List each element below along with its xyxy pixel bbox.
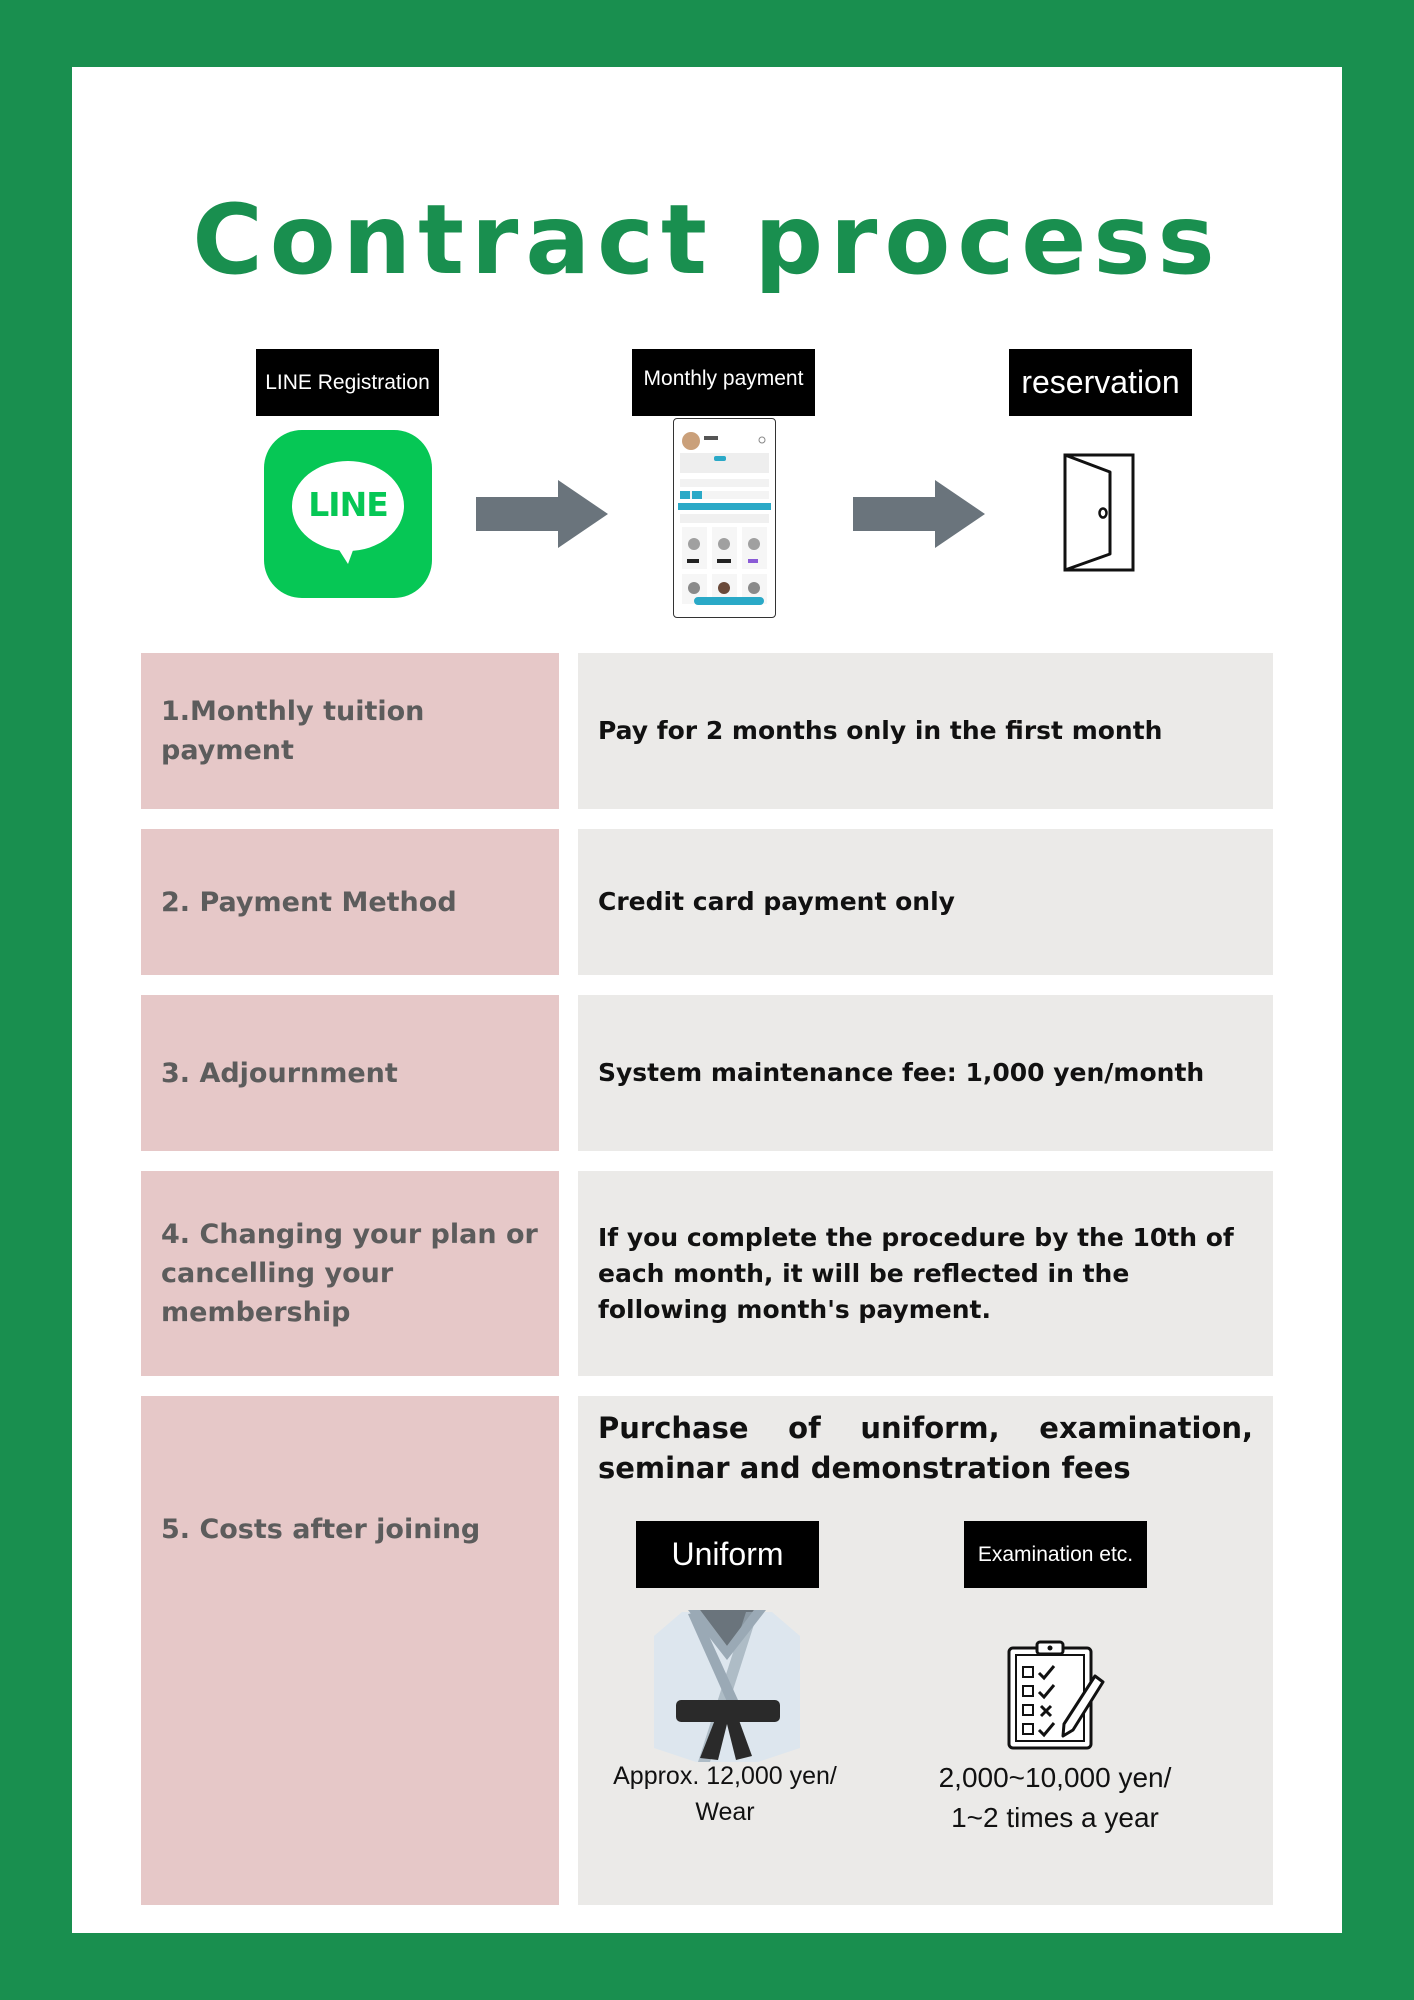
arrow-right-icon <box>853 480 985 548</box>
phone-screenshot-icon <box>673 418 776 618</box>
app-screen-mockup <box>678 432 771 605</box>
uniform-price-line1: Approx. 12,000 yen/ <box>613 1762 837 1790</box>
arrow-right-icon <box>476 480 608 548</box>
exam-price-line1: 2,000~10,000 yen/ <box>938 1762 1172 1793</box>
costs-heading: Purchase of uniform, examination, semina… <box>598 1411 1253 1485</box>
clipboard-checklist-icon <box>1007 1640 1105 1750</box>
exam-price: 2,000~10,000 yen/ 1~2 times a year <box>905 1758 1205 1838</box>
row-label-monthly-tuition: 1.Monthly tuition payment <box>141 653 559 809</box>
row-label-payment-method: 2. Payment Method <box>141 829 559 975</box>
line-speech-bubble-icon <box>292 461 404 564</box>
cost-tag-examination: Examination etc. <box>964 1521 1147 1588</box>
exam-price-line2: 1~2 times a year <box>951 1802 1159 1833</box>
row-value-adjournment: System maintenance fee: 1,000 yen/month <box>578 995 1273 1151</box>
row-label-adjournment: 3. Adjournment <box>141 995 559 1151</box>
line-logo-text: LINE <box>308 485 388 524</box>
row-value-payment-method: Credit card payment only <box>578 829 1273 975</box>
row-value-changing-plan: If you complete the procedure by the 10t… <box>578 1171 1273 1376</box>
step-tag-monthly-payment: Monthly payment <box>632 349 815 416</box>
row-label-costs-after-joining: 5. Costs after joining <box>141 1396 559 1905</box>
uniform-price-line2: Wear <box>695 1798 755 1826</box>
uniform-icon <box>654 1610 800 1762</box>
row-value-monthly-tuition: Pay for 2 months only in the first month <box>578 653 1273 809</box>
row-label-changing-plan: 4. Changing your plan or cancelling your… <box>141 1171 559 1376</box>
uniform-price: Approx. 12,000 yen/ Wear <box>590 1758 860 1830</box>
step-tag-reservation: reservation <box>1009 349 1192 416</box>
door-icon <box>1063 453 1135 572</box>
step-tag-line-registration: LINE Registration <box>256 349 439 416</box>
page-title: Contract process <box>192 184 1222 296</box>
line-app-icon: LINE <box>264 430 432 598</box>
cost-tag-uniform: Uniform <box>636 1521 819 1588</box>
